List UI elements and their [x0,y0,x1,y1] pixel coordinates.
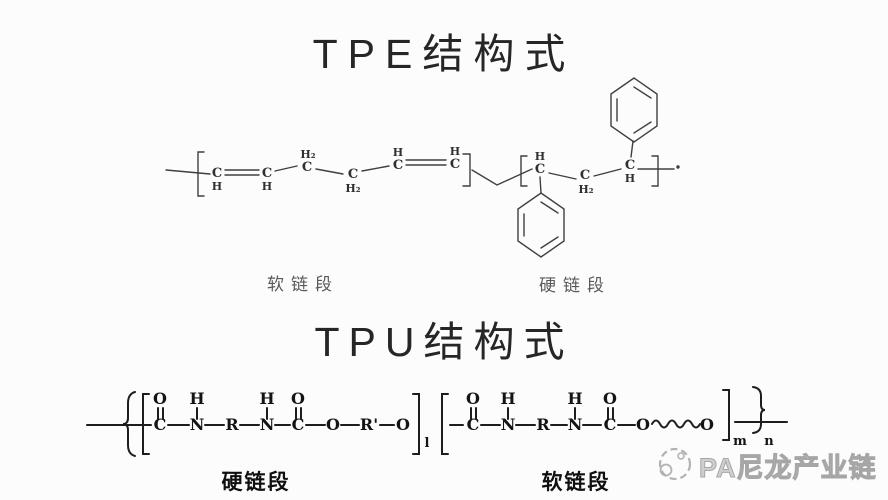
atom-label: O [603,389,617,408]
atom-label: H [450,145,460,158]
tpu-hard-segment-structure: O C H N R H N O C O R' O l [86,389,430,457]
atom-label: H [625,172,635,185]
tpe-soft-segment-structure: C H C H H₂ C C H₂ H C H C [165,145,471,197]
atom-label: H [393,146,403,159]
atom-label: C [604,415,617,434]
atom-label: C [450,157,460,172]
atom-label: H [259,389,274,408]
watermark: PA尼龙产业链 [652,443,877,487]
atom-label: H [500,389,515,408]
atom-label: N [501,415,516,434]
atom-label: O [396,415,410,434]
atom-label: R [225,415,239,434]
atom-label: N [190,415,205,434]
atom-label: H [212,180,222,193]
watermark-text: PA尼龙产业链 [699,452,877,483]
atom-label: C [348,167,358,182]
atom-label: O [326,415,340,434]
brace-close [752,386,766,434]
bracket-open [197,151,205,197]
atom-label: C [393,158,403,173]
tpu-soft-segment-label: 软链段 [541,471,611,494]
atom-label: H₂ [300,148,315,161]
atom-label: H [189,389,204,408]
bracket-open [142,393,150,455]
atom-label: H [535,150,545,163]
tpu-hard-segment-label: 硬链段 [221,471,291,494]
bond [548,172,577,180]
atom-label: C [580,168,590,183]
bracket-close [651,155,659,187]
atom-label: O [291,389,305,408]
atom-label: O [636,415,650,434]
atom-label: N [260,415,275,434]
atom-label: H [262,180,272,193]
double-bond [224,169,260,176]
tpu-structure-diagram: O C H N R H N O C O R' O l O C H N [86,386,788,457]
subscript-label: n [764,434,774,449]
bond [274,165,298,172]
tpe-hard-segment-label: 硬链段 [539,276,611,295]
atom-label: O [153,389,167,408]
atom-label: H₂ [345,182,360,195]
atom-label: R' [360,415,378,434]
atom-label: C [212,166,222,181]
atom-label: R [536,415,550,434]
benzene-ring [517,192,565,258]
bracket-open [441,393,449,455]
atom-label: O [466,389,480,408]
atom-label: C [154,415,167,434]
atom-label: C [302,160,312,175]
bond [471,168,533,186]
bond [361,165,390,172]
tpe-hard-segment-structure: H C C H₂ C H [517,77,680,258]
bracket-close [722,389,730,441]
atom-label: H [567,389,582,408]
tpu-soft-segment-structure: O C H N R H N O C O O m n [441,386,788,455]
chain-end-dot [676,165,680,169]
bracket-open [520,155,528,187]
subscript-label: l [425,436,430,451]
atom-label: C [535,162,545,177]
atom-label: C [292,415,305,434]
bracket-close [462,153,471,187]
bond [539,176,542,194]
atom-label: H₂ [578,183,593,196]
atom-label: C [467,415,480,434]
wavy-bond [651,419,701,429]
subscript-label: m [733,434,747,449]
atom-label: C [262,166,272,181]
bond [630,140,634,158]
gear-logo-icon [658,447,692,481]
double-bond [405,159,447,166]
atom-label: N [568,415,583,434]
bond [165,169,211,175]
bond [315,168,344,175]
tpe-title: TPE结构式 [312,31,576,77]
benzene-ring [610,77,658,143]
bracket-close [412,393,420,455]
atom-label: C [625,158,635,173]
tpu-title: TPU结构式 [314,319,574,365]
tpe-soft-segment-label: 软链段 [267,275,339,294]
brace-open [122,391,136,457]
bond [593,168,622,177]
tpe-structure-diagram: C H C H H₂ C C H₂ H C H C H C [165,77,680,258]
atom-label: O [700,415,714,434]
